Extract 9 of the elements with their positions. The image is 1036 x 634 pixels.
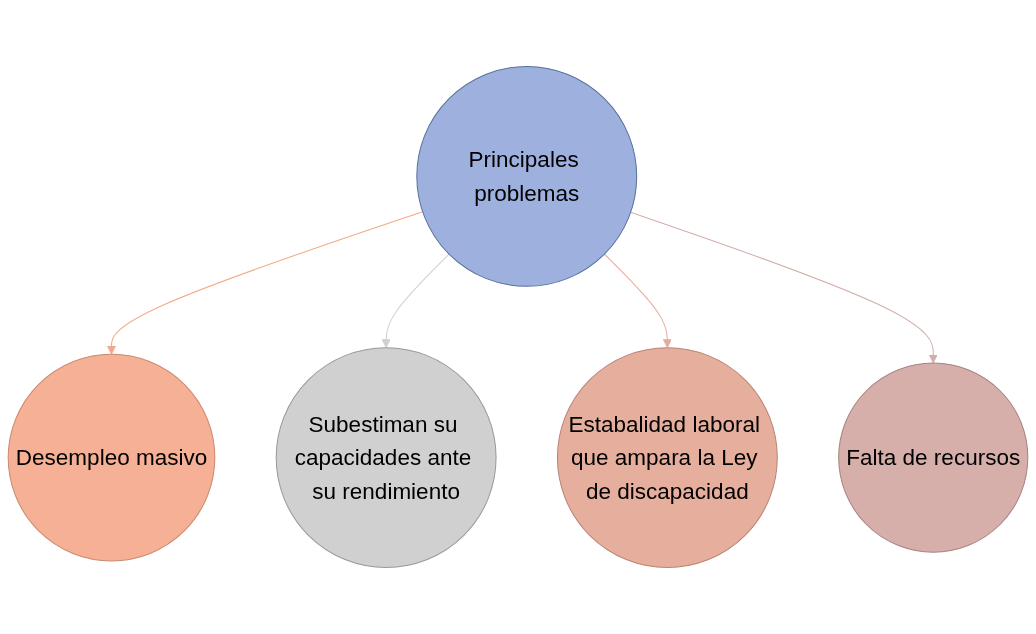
node-circle: Estabalidad laboral que ampara la Ley de discapacidad	[556, 347, 778, 569]
arrow	[107, 211, 424, 355]
node-circle: Principales problemas	[416, 65, 638, 287]
node-circle: Falta de recursos	[838, 362, 1029, 553]
node-circle: Desempleo masivo	[7, 353, 216, 562]
arrow	[603, 253, 672, 349]
arrow	[381, 253, 450, 349]
arrow	[630, 211, 938, 364]
node-circle: Subestiman su capacidades ante su rendimiento	[275, 347, 497, 569]
